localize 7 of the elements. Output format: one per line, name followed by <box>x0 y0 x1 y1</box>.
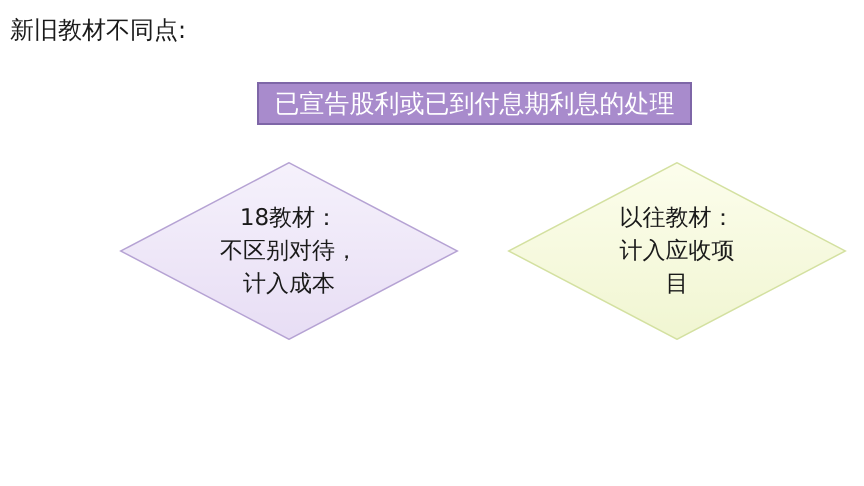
diamond-text: 18教材：不区别对待，计入成本 <box>219 204 359 298</box>
diamond-shape <box>120 162 458 340</box>
diamond-shape <box>508 162 846 340</box>
diamond-text: 以往教材：计入应收项目 <box>618 204 736 298</box>
page-title: 新旧教材不同点: <box>10 15 186 46</box>
banner-text: 已宣告股利或已到付息期利息的处理 <box>274 88 674 120</box>
header-banner <box>257 82 692 125</box>
